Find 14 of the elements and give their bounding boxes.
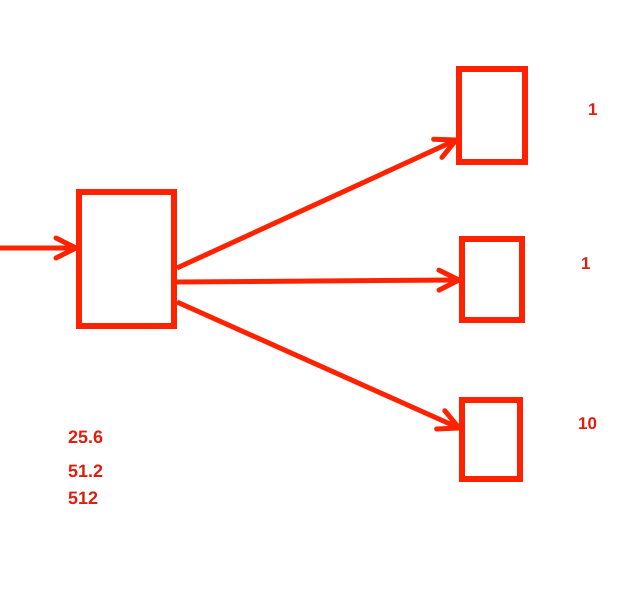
count-number: 1 xyxy=(588,100,598,120)
empty-box xyxy=(76,189,177,329)
value-number: 512 xyxy=(68,488,98,508)
count-number: 1 xyxy=(581,254,590,274)
arrow xyxy=(176,268,462,293)
arrow xyxy=(0,236,78,260)
arrow xyxy=(176,300,462,432)
value-number: 25.6 xyxy=(68,427,104,447)
count-number: 10 xyxy=(578,414,597,434)
empty-box xyxy=(456,66,528,165)
empty-box xyxy=(459,397,523,482)
empty-box xyxy=(459,236,525,323)
arrow xyxy=(176,136,458,270)
value-number: 51.2 xyxy=(68,461,104,481)
